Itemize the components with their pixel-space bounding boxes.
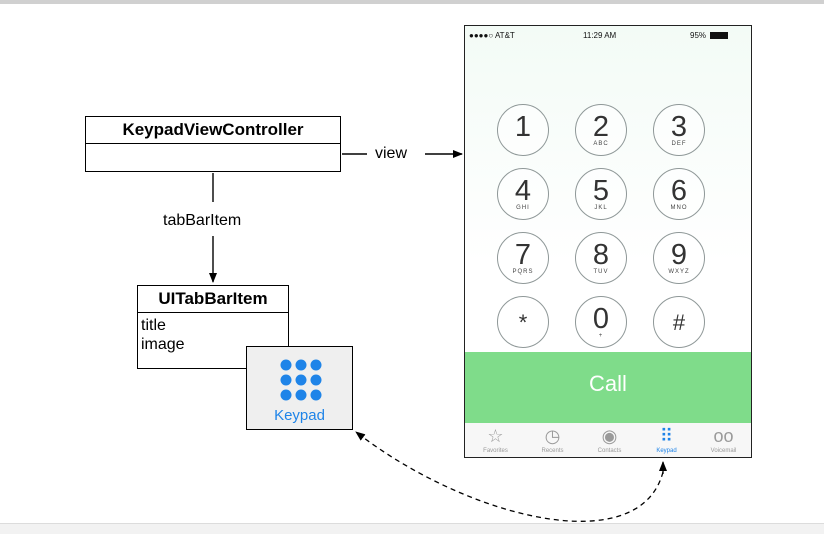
key-digit: 0 <box>592 303 610 335</box>
tab-item-preview: Keypad <box>246 346 353 430</box>
key-letters: WXYZ <box>668 269 690 275</box>
key-digit: 4 <box>514 175 532 207</box>
key-digit: # <box>672 310 686 335</box>
bottom-border <box>0 523 824 534</box>
attribute-title: title <box>141 317 166 334</box>
controller-title: KeypadViewController <box>86 117 340 144</box>
key-digit: 1 <box>514 111 532 143</box>
key-digit: * <box>518 310 528 335</box>
view-edge-label: view <box>375 145 408 162</box>
status-time: 11:29 AM <box>583 31 617 40</box>
keypad-key[interactable]: 1 <box>497 104 549 156</box>
status-carrier: ●●●●○ AT&T <box>469 31 515 40</box>
key-letters: PQRS <box>512 269 534 275</box>
tab-favorites[interactable]: ☆ Favorites <box>467 423 524 457</box>
tab-label: Recents <box>541 448 564 454</box>
voicemail-icon: oo <box>713 426 734 446</box>
key-digit: 8 <box>592 239 610 271</box>
star-icon: ☆ <box>487 426 504 446</box>
key-digit: 5 <box>592 175 610 207</box>
tabbaritem-edge-label: tabBarItem <box>163 212 242 229</box>
tab-contacts[interactable]: ◉ Contacts <box>581 423 638 457</box>
key-letters: + <box>598 333 604 339</box>
keypad-key[interactable]: * <box>497 296 549 348</box>
key-letters: JKL <box>594 205 608 211</box>
battery-icon <box>710 32 729 40</box>
battery-percent: 95% <box>690 31 707 40</box>
key-letters: TUV <box>593 269 609 275</box>
status-battery: 95% <box>690 31 729 40</box>
key-letters: GHI <box>516 205 530 211</box>
tab-label: Keypad <box>656 448 677 454</box>
tabbaritem-title: UITabBarItem <box>138 286 288 313</box>
key-digit: 6 <box>670 175 688 207</box>
call-label: Call <box>589 371 627 396</box>
tabbaritem-box: UITabBarItem title image <box>137 285 289 369</box>
clock-icon: ◷ <box>544 426 561 446</box>
tab-label: Voicemail <box>710 448 737 454</box>
tab-item-preview-label: Keypad <box>274 407 325 424</box>
controller-box: KeypadViewController <box>85 116 341 172</box>
keypad-key[interactable]: 0+ <box>575 296 627 348</box>
key-letters: MNO <box>670 205 688 211</box>
tab-keypad[interactable]: ⠿ Keypad <box>638 423 695 457</box>
keypad-dots-icon: ⠿ <box>659 426 674 446</box>
attribute-image: image <box>141 336 185 353</box>
contacts-icon: ◉ <box>601 426 618 446</box>
call-button[interactable]: Call <box>465 352 751 423</box>
key-digit: 7 <box>514 239 532 271</box>
key-digit: 3 <box>670 111 688 143</box>
keypad-dots-icon <box>280 359 322 401</box>
tab-label: Contacts <box>597 448 622 454</box>
key-digit: 2 <box>592 111 610 143</box>
tab-recents[interactable]: ◷ Recents <box>524 423 581 457</box>
key-letters: ABC <box>593 141 609 147</box>
top-border <box>0 0 824 4</box>
dashed-link-arrow <box>355 431 664 522</box>
key-letters: DEF <box>671 141 687 147</box>
keypad-key[interactable]: # <box>653 296 705 348</box>
key-digit: 9 <box>670 239 688 271</box>
tab-label: Favorites <box>483 448 508 454</box>
